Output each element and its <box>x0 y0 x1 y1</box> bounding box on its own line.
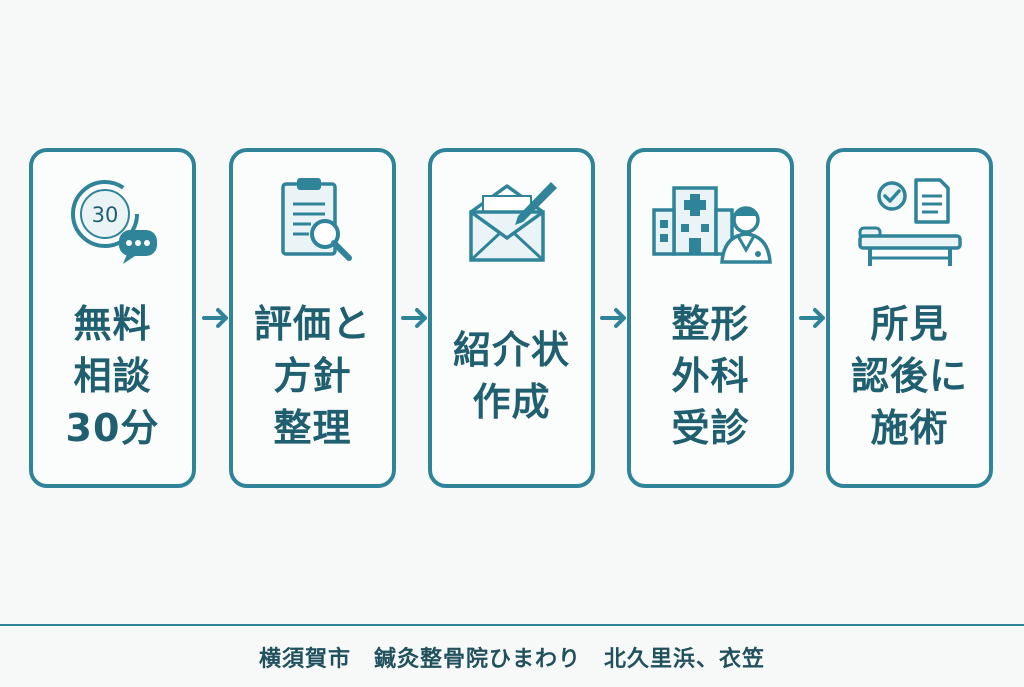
step-label: 紹介状 作成 <box>432 288 591 464</box>
step-label-line: 整理 <box>273 406 352 450</box>
step-label-line: 30分 <box>65 406 160 450</box>
step-label-line: 作成 <box>472 380 551 424</box>
step-label-line: 方針 <box>273 354 352 398</box>
step-orthopedic: 整形 外科 受診 <box>627 148 794 488</box>
clipboard-magnifier-icon <box>233 170 392 270</box>
step-label-line: 評価と <box>253 302 371 346</box>
step-label: 評価と 方針 整理 <box>233 288 392 464</box>
envelope-pen-icon <box>432 170 591 270</box>
clock-number: 30 <box>91 203 118 227</box>
footer-clinic-info: 横須賀市 鍼灸整骨院ひまわり 北久里浜、衣笠 <box>258 647 765 672</box>
step-treatment: 所見 認後に 施術 <box>826 148 993 488</box>
step-label-line: 所見 <box>870 302 949 346</box>
step-assessment: 評価と 方針 整理 <box>229 148 396 488</box>
step-label: 無料 相談 30分 <box>33 288 192 464</box>
arrow-right-icon <box>600 308 626 328</box>
arrow-right-icon <box>799 308 825 328</box>
step-label-line: 整形 <box>671 302 750 346</box>
arrow-right-icon <box>401 308 427 328</box>
step-label-line: 外科 <box>671 354 750 398</box>
process-flow: 30 無料 相談 30分 <box>29 148 993 488</box>
step-referral: 紹介状 作成 <box>428 148 595 488</box>
arrow-right-icon <box>202 308 228 328</box>
step-label-line: 紹介状 <box>452 328 570 372</box>
footer-divider <box>0 624 1024 626</box>
step-label-line: 認後に <box>850 354 968 398</box>
treatment-table-icon <box>830 170 989 270</box>
clock-chat-icon: 30 <box>33 170 192 270</box>
step-label-line: 施術 <box>870 406 949 450</box>
step-label-line: 無料 <box>73 302 152 346</box>
hospital-doctor-icon <box>631 170 790 270</box>
step-label-line: 受診 <box>671 406 750 450</box>
step-label: 所見 認後に 施術 <box>830 288 989 464</box>
step-label: 整形 外科 受診 <box>631 288 790 464</box>
footer: 横須賀市 鍼灸整骨院ひまわり 北久里浜、衣笠 <box>0 624 1024 687</box>
step-free-consult: 30 無料 相談 30分 <box>29 148 196 488</box>
step-label-line: 相談 <box>73 354 152 398</box>
